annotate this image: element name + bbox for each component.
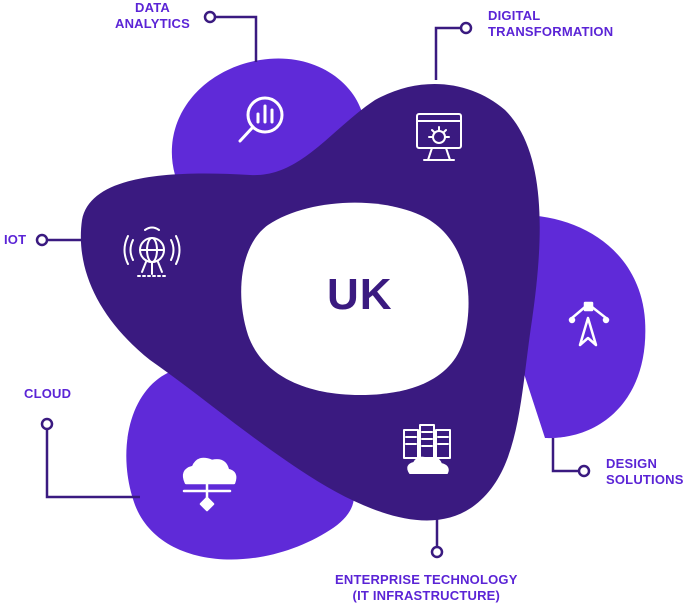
dot-data-analytics	[203, 10, 217, 24]
label-digital-transformation-line1: DIGITAL	[488, 8, 541, 23]
dot-enterprise	[430, 545, 444, 559]
label-data-analytics-line1: DATA	[135, 0, 170, 15]
dot-iot	[35, 233, 49, 247]
label-enterprise-line1: ENTERPRISE TECHNOLOGY	[335, 572, 518, 587]
petal-cloud	[126, 370, 354, 560]
label-design-solutions: DESIGN SOLUTIONS	[606, 456, 684, 488]
monitor-gear-icon	[416, 113, 462, 161]
dot-cloud	[40, 417, 54, 431]
magnifier-chart-icon	[238, 96, 284, 143]
label-cloud: CLOUD	[24, 386, 71, 402]
connector-data-analytics	[210, 15, 258, 62]
globe-signal-icon	[123, 226, 181, 277]
label-enterprise-line2: (IT INFRASTRUCTURE)	[352, 588, 501, 603]
dot-digital-transformation	[459, 21, 473, 35]
label-enterprise-technology: ENTERPRISE TECHNOLOGY (IT INFRASTRUCTURE…	[335, 572, 518, 604]
label-data-analytics: DATA ANALYTICS	[115, 0, 190, 32]
connectors	[42, 15, 584, 548]
label-cloud-line1: CLOUD	[24, 386, 72, 401]
connector-dots	[35, 10, 591, 559]
cloud-network-icon	[182, 457, 237, 512]
label-iot: IOT	[4, 232, 26, 248]
vector-pen-icon	[568, 301, 610, 347]
dot-design-solutions	[577, 464, 591, 478]
center-blob	[241, 202, 469, 395]
connector-cloud	[45, 428, 140, 499]
connector-design-solutions	[551, 438, 584, 473]
connector-digital-transformation	[434, 26, 466, 80]
label-digital-transformation-line2: TRANSFORMATION	[488, 24, 614, 39]
label-design-solutions-line2: SOLUTIONS	[606, 472, 684, 487]
label-digital-transformation: DIGITAL TRANSFORMATION	[488, 8, 613, 40]
label-data-analytics-line2: ANALYTICS	[115, 16, 190, 31]
label-design-solutions-line1: DESIGN	[606, 456, 658, 471]
center-label: UK	[327, 270, 393, 319]
label-iot-line1: IOT	[4, 232, 27, 247]
server-cloud-icon	[403, 424, 451, 474]
